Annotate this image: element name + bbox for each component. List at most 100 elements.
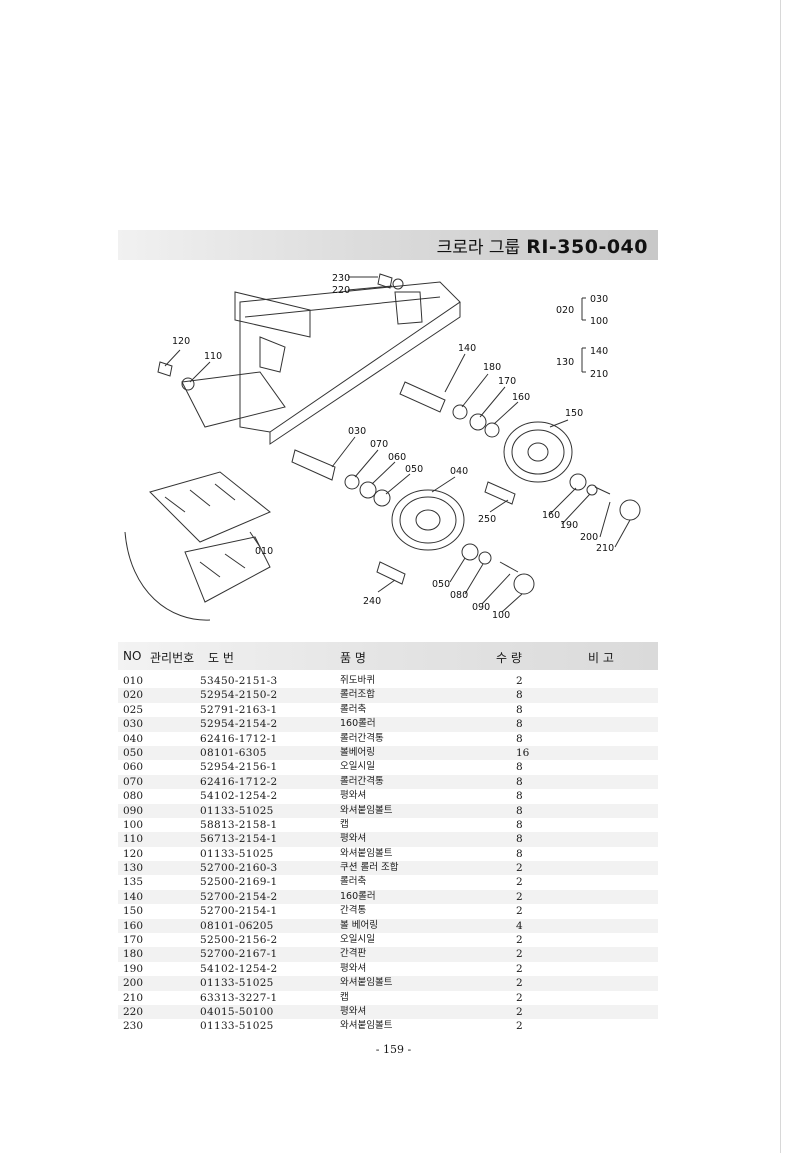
callout-100: 100	[492, 610, 510, 621]
quantity: 2	[516, 862, 523, 875]
callout-160b: 160	[542, 510, 560, 521]
row-number: 150	[123, 905, 144, 918]
seal-070	[344, 474, 360, 490]
part-name: 간격통	[340, 905, 367, 917]
header-name: 품 명	[340, 651, 366, 665]
cap-210	[619, 499, 641, 521]
row-number: 190	[123, 962, 144, 975]
title-label: 크로라 그룹	[436, 238, 521, 258]
row-number: 060	[123, 761, 144, 774]
page-number: - 159 -	[375, 1043, 412, 1056]
roller-040	[391, 489, 465, 551]
seal-060	[359, 481, 377, 499]
part-name: 평와셔	[340, 962, 367, 974]
frame-beam	[239, 281, 461, 433]
part-number: 01133-51025	[200, 804, 274, 817]
crawler-track	[124, 531, 211, 621]
spacer-250	[484, 481, 516, 505]
row-number: 120	[123, 847, 144, 860]
callout-060: 060	[388, 452, 406, 463]
header-qty: 수 량	[496, 651, 522, 665]
part-number: 54102-1254-2	[200, 790, 278, 803]
part-name: 오일시일	[340, 761, 375, 773]
part-name: 볼베어링	[340, 746, 375, 758]
roller-150-rim	[511, 429, 565, 475]
seal-180	[452, 404, 468, 420]
part-name: 롤러축	[340, 876, 367, 888]
frame-plate	[181, 371, 286, 428]
callout-120: 120	[172, 336, 190, 347]
callout-160: 160	[512, 392, 530, 403]
callout-020: 020	[556, 305, 574, 316]
callout-180: 180	[483, 362, 501, 373]
bearing-160b	[569, 473, 587, 491]
row-number: 080	[123, 790, 144, 803]
part-name: 평와셔	[340, 790, 367, 802]
bolt-120	[157, 361, 173, 377]
callout-020-030: 030	[590, 294, 608, 305]
legend-bracket-130	[581, 347, 586, 373]
quantity: 2	[516, 675, 523, 687]
part-number: 52954-2156-1	[200, 761, 278, 774]
part-number: 63313-3227-1	[200, 991, 278, 1004]
row-number: 030	[123, 718, 144, 731]
washer-080	[478, 551, 492, 565]
quantity: 2	[516, 1005, 523, 1018]
part-name: 쿠션 롤러 조합	[340, 862, 399, 874]
row-number: 200	[123, 977, 144, 990]
roller-150-hub	[527, 442, 549, 462]
leader-lines	[164, 276, 631, 613]
part-number: 52791-2163-1	[200, 703, 278, 716]
quantity: 8	[516, 847, 523, 860]
callout-050: 050	[405, 464, 423, 475]
legend-bracket-020	[581, 297, 586, 321]
callout-170: 170	[498, 376, 516, 387]
quantity: 4	[516, 919, 523, 932]
row-number: 170	[123, 934, 144, 947]
sprocket-010-teeth	[164, 483, 246, 578]
spacer-240	[376, 561, 406, 585]
callout-110: 110	[204, 351, 222, 362]
bearing-170	[469, 413, 487, 431]
part-number: 52954-2154-2	[200, 718, 278, 731]
callout-040: 040	[450, 466, 468, 477]
row-number: 070	[123, 775, 144, 788]
part-number: 01133-51025	[200, 847, 274, 860]
bracket-upper	[394, 291, 423, 325]
row-number: 090	[123, 804, 144, 817]
part-number: 08101-06205	[200, 919, 274, 932]
part-name: 평와셔	[340, 1005, 367, 1017]
callout-070: 070	[370, 439, 388, 450]
quantity: 2	[516, 977, 523, 990]
part-name: 롤러간격통	[340, 775, 384, 787]
part-name: 와셔붙임볼트	[340, 977, 393, 989]
bearing-050b	[461, 543, 479, 561]
row-number: 230	[123, 1020, 144, 1033]
bearing-160	[484, 422, 500, 438]
part-name: 160롤러	[340, 890, 376, 902]
part-name: 간격판	[340, 948, 367, 960]
callout-020-100: 100	[590, 316, 608, 327]
diagram-svg: 230 220 020 030 100 120 110 140 130 140 …	[124, 273, 641, 621]
roller-040-hub	[415, 509, 441, 531]
callout-090: 090	[472, 602, 490, 613]
bolt-230	[377, 273, 393, 289]
part-number: 62416-1712-2	[200, 775, 278, 788]
shaft-140	[399, 381, 446, 413]
roller-040-rim	[399, 496, 457, 544]
part-number: 52700-2154-1	[200, 905, 278, 918]
